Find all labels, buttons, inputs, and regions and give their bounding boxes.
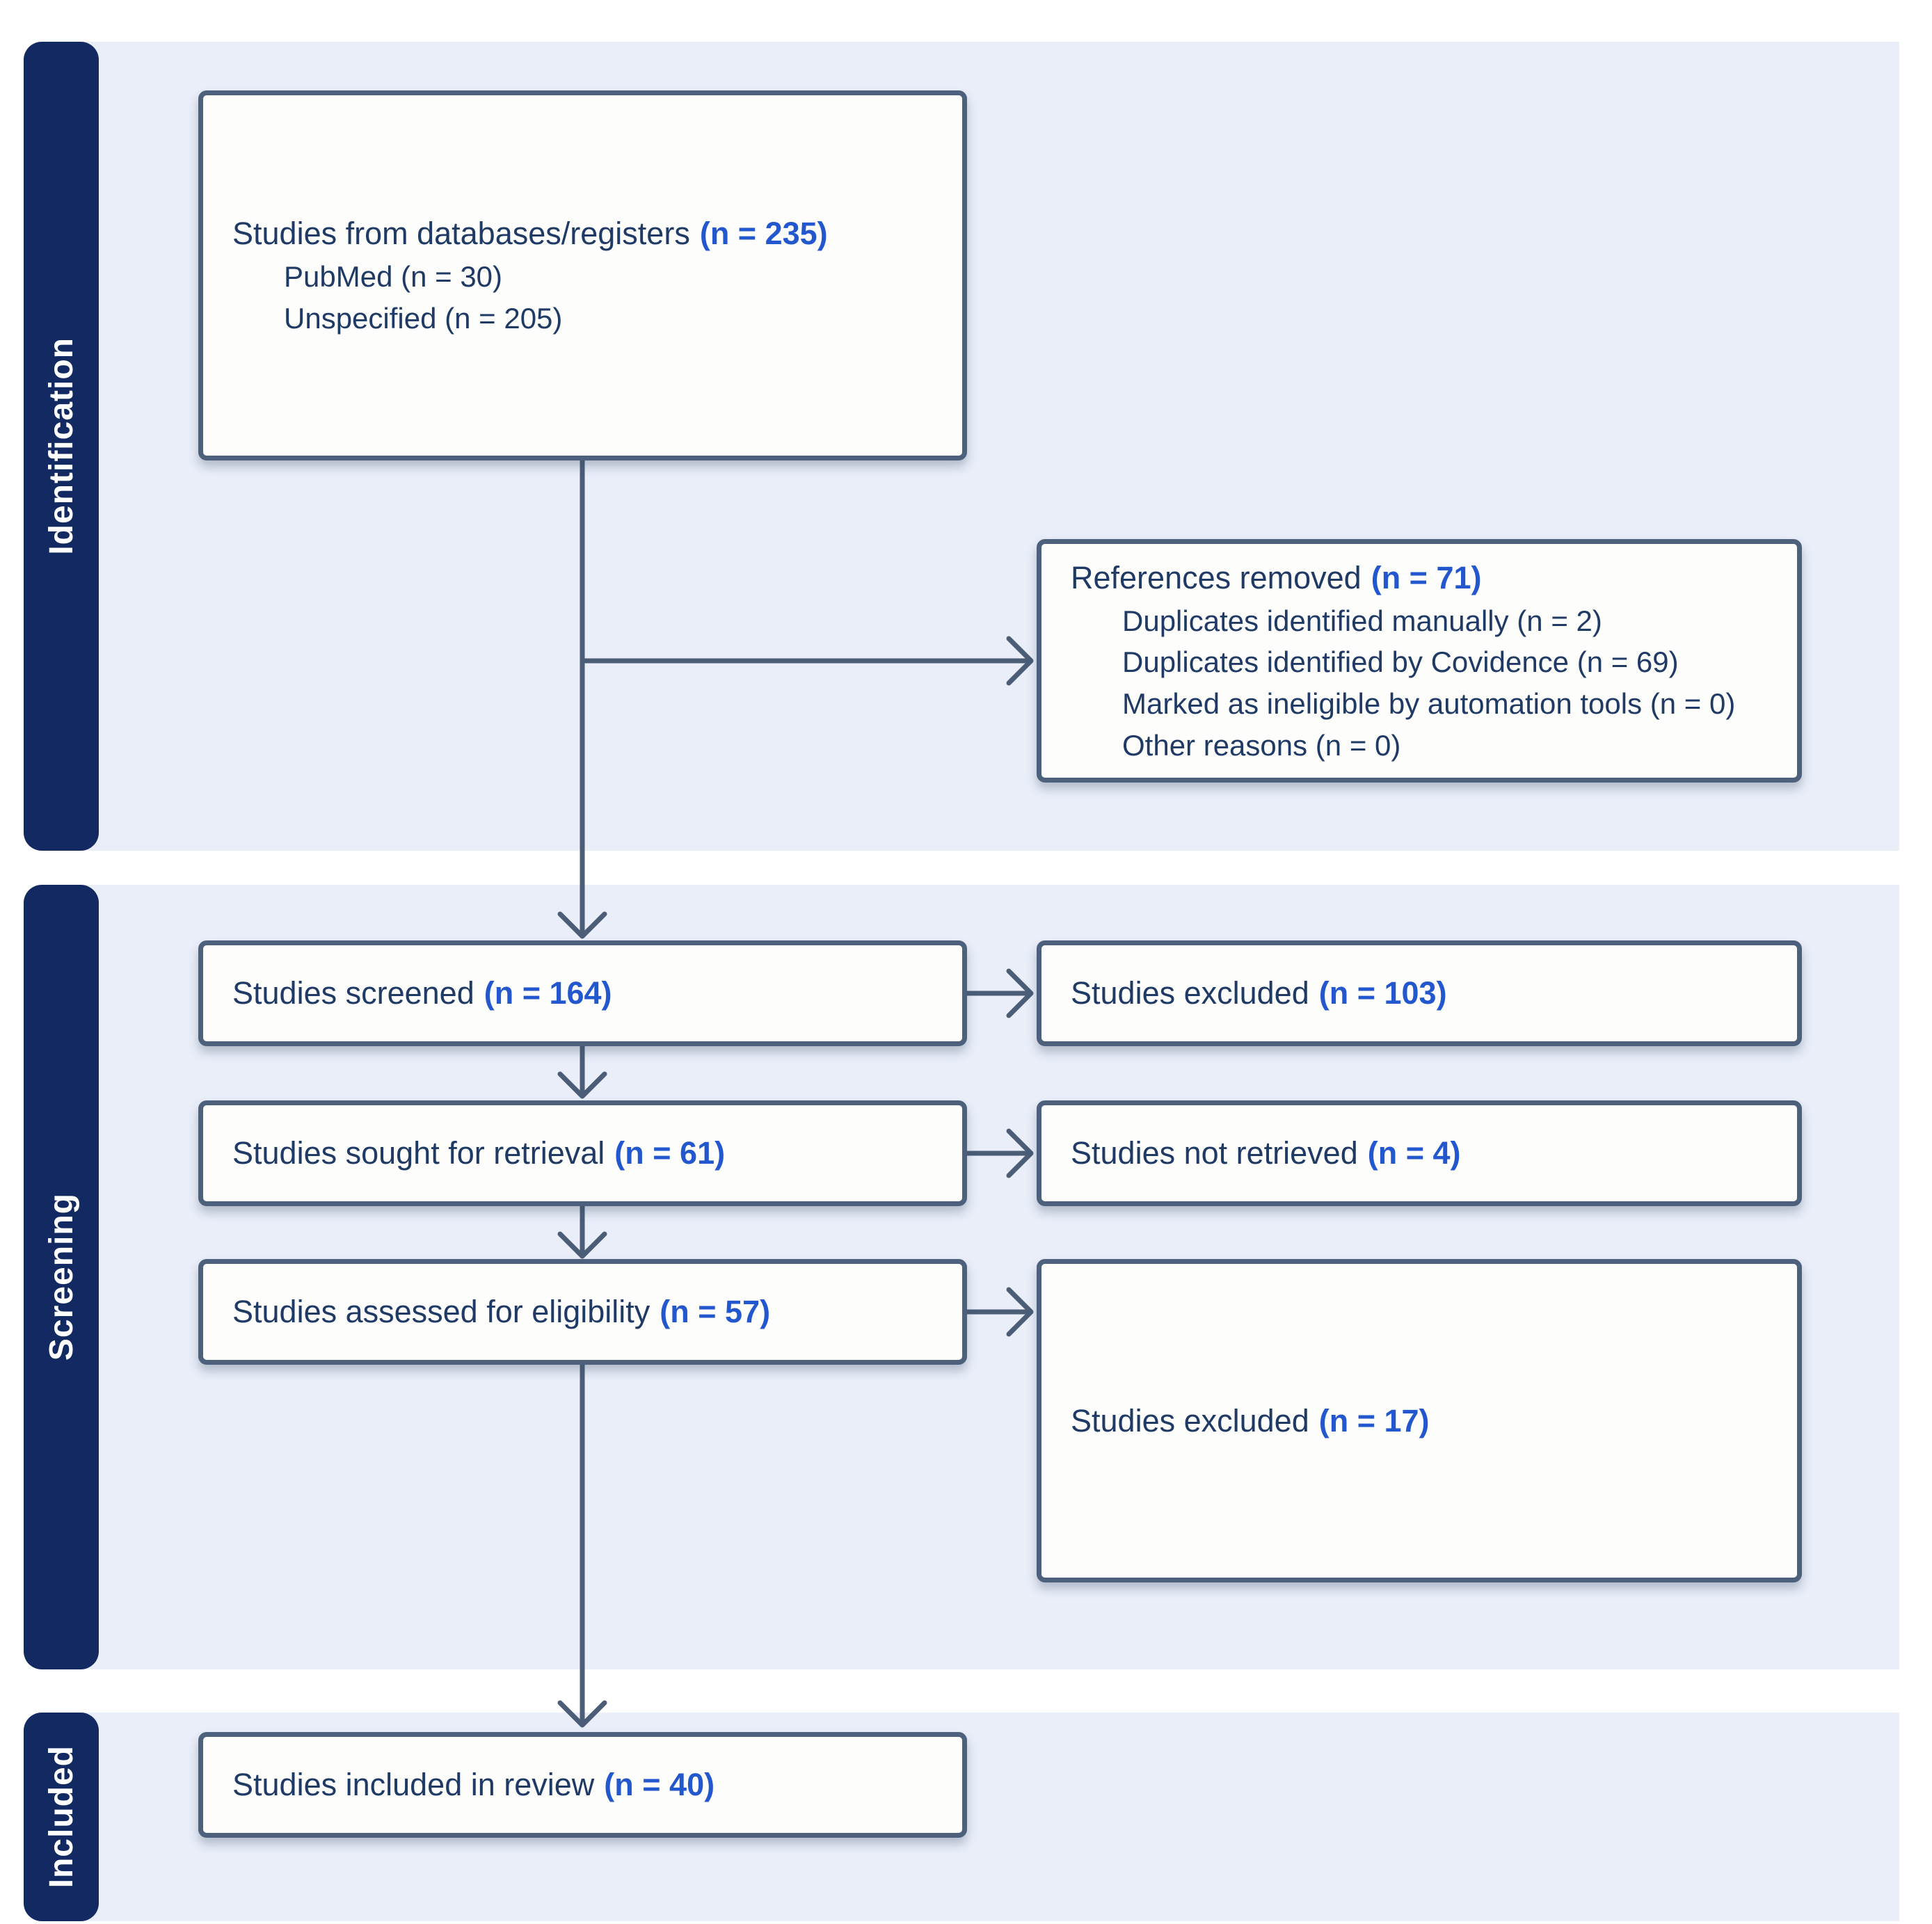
screening-stage-label: Screening [42, 1193, 80, 1361]
box-label: Studies sought for retrieval [232, 1135, 605, 1171]
box-label: Studies assessed for eligibility [232, 1294, 650, 1330]
box-sub-item: Other reasons (n = 0) [1122, 728, 1401, 762]
screening-stage-bar: Screening [24, 885, 99, 1669]
box-sub-item: Unspecified (n = 205) [284, 301, 563, 335]
box-count: (n = 103) [1318, 975, 1447, 1011]
box-count: (n = 4) [1367, 1135, 1461, 1171]
box-title: References removed(n = 71) [1071, 556, 1776, 600]
box-studies-not-retrieved: Studies not retrieved(n = 4) [1037, 1100, 1802, 1206]
box-label: Studies from databases/registers [232, 216, 690, 252]
included-stage-label: Included [42, 1745, 80, 1889]
box-count: (n = 40) [604, 1767, 715, 1803]
identification-stage-bar: Identification [24, 42, 99, 851]
box-sub-item: Duplicates identified by Covidence (n = … [1122, 646, 1679, 679]
box-count: (n = 164) [484, 975, 612, 1011]
box-studies-assessed-for-eligibility: Studies assessed for eligibility (n = 57) [198, 1259, 967, 1365]
identification-stage-label: Identification [42, 337, 80, 555]
box-title: Studies sought for retrieval(n = 61) [232, 1131, 941, 1176]
box-title: Studies included in review(n = 40) [232, 1763, 941, 1807]
box-title: Studies screened (n = 164) [232, 971, 941, 1016]
box-studies-excluded-screening: Studies excluded(n = 103) [1037, 940, 1802, 1046]
box-title: Studies excluded(n = 17) [1071, 1399, 1776, 1443]
box-studies-screened: Studies screened (n = 164) [198, 940, 967, 1046]
box-label: References removed [1071, 559, 1362, 595]
box-studies-sought-for-retrieval: Studies sought for retrieval(n = 61) [198, 1100, 967, 1206]
included-stage-bar: Included [24, 1713, 99, 1921]
box-sub-item: PubMed (n = 30) [284, 260, 503, 294]
box-count: (n = 61) [614, 1135, 726, 1171]
box-sub-item: Marked as ineligible by automation tools… [1122, 687, 1736, 720]
box-studies-excluded-eligibility: Studies excluded(n = 17) [1037, 1259, 1802, 1582]
box-label: Studies not retrieved [1071, 1135, 1358, 1171]
box-studies-from-databases: Studies from databases/registers(n = 235… [198, 90, 967, 460]
box-title: Studies not retrieved(n = 4) [1071, 1131, 1776, 1176]
box-count: (n = 235) [699, 216, 828, 252]
box-title: Studies excluded(n = 103) [1071, 971, 1776, 1016]
box-count: (n = 17) [1318, 1402, 1430, 1438]
box-title: Studies from databases/registers(n = 235… [232, 211, 941, 256]
box-label: Studies included in review [232, 1767, 595, 1803]
box-count: (n = 71) [1371, 559, 1482, 595]
box-title: Studies assessed for eligibility (n = 57) [232, 1290, 941, 1334]
box-studies-included-in-review: Studies included in review(n = 40) [198, 1732, 967, 1838]
box-references-removed: References removed(n = 71) Duplicates id… [1037, 539, 1802, 783]
box-label: Studies screened [232, 975, 474, 1011]
box-label: Studies excluded [1071, 975, 1309, 1011]
box-count: (n = 57) [660, 1294, 771, 1330]
box-label: Studies excluded [1071, 1402, 1309, 1438]
box-sub-item: Duplicates identified manually (n = 2) [1122, 604, 1602, 637]
